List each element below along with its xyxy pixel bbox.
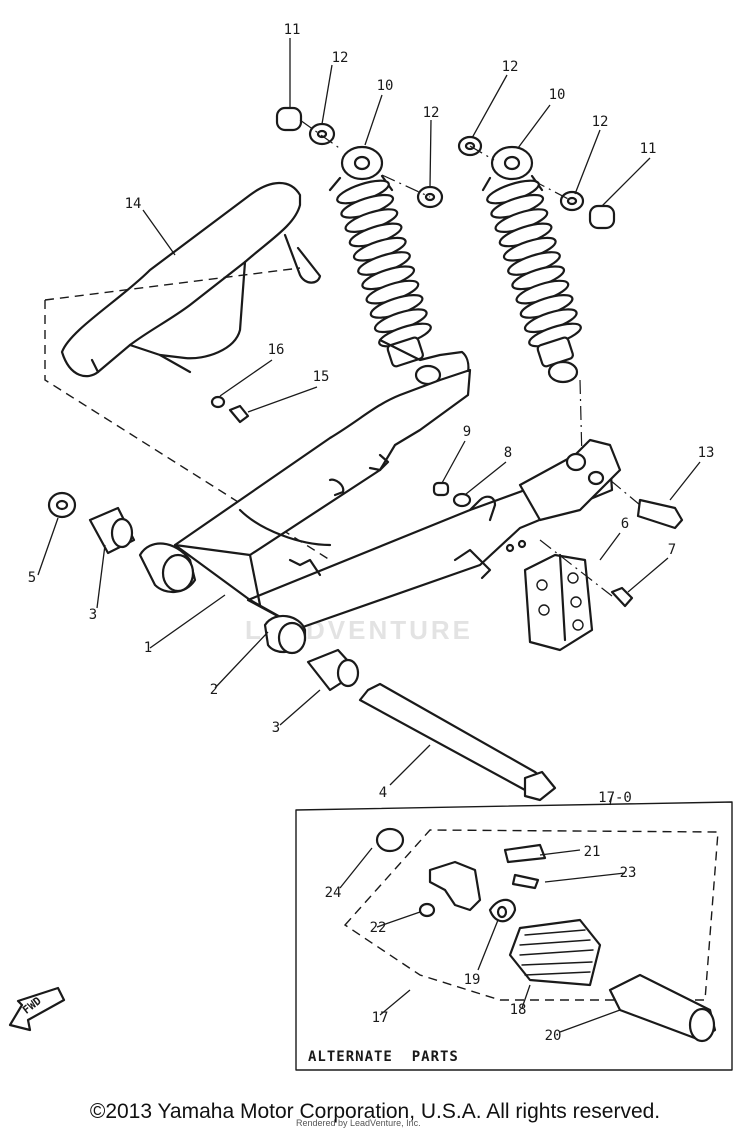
alternate-parts-box: [295, 801, 733, 1071]
alternate-parts-label: ALTERNATE PARTS: [308, 1049, 459, 1065]
rendered-by-notice: Rendered by LeadVenture, Inc.: [296, 1118, 421, 1128]
callout-11-right: 11: [639, 141, 657, 157]
callout-11-left: 11: [283, 22, 301, 38]
chain-case-drawing: [44, 181, 331, 561]
callout-1: 1: [143, 640, 153, 656]
callout-5: 5: [27, 570, 37, 586]
callout-9: 9: [462, 424, 472, 440]
rear-arm-drawing: [173, 368, 622, 630]
callout-10-right: 10: [548, 87, 566, 103]
callout-6: 6: [620, 516, 630, 532]
callout-12-top-right: 12: [501, 59, 519, 75]
callout-14: 14: [124, 196, 142, 212]
callout-17: 17: [371, 1010, 389, 1026]
callout-18: 18: [509, 1002, 527, 1018]
callout-12-right-mid: 12: [591, 114, 609, 130]
bracket-and-fasteners: [210, 395, 684, 652]
upper-washers: [275, 106, 616, 230]
right-shock-absorber-drawing: [481, 145, 583, 461]
left-shock-absorber-drawing: [328, 145, 470, 417]
callout-12-left-mid: 12: [422, 105, 440, 121]
callout-20: 20: [544, 1028, 562, 1044]
bushings-and-pivot: [47, 491, 557, 802]
copyright-notice: ©2013 Yamaha Motor Corporation, U.S.A. A…: [89, 1100, 661, 1123]
callout-16: 16: [267, 342, 285, 358]
fwd-arrow: [8, 986, 66, 1032]
callout-12-top-left: 12: [331, 50, 349, 66]
callout-15: 15: [312, 369, 330, 385]
callout-22: 22: [369, 920, 387, 936]
callout-4: 4: [378, 785, 388, 801]
callout-8: 8: [503, 445, 513, 461]
leader-lines: [37, 38, 701, 1033]
callout-10-left: 10: [376, 78, 394, 94]
callout-3-left: 3: [88, 607, 98, 623]
callout-2: 2: [209, 682, 219, 698]
callout-24: 24: [324, 885, 342, 901]
callout-13: 13: [697, 445, 715, 461]
callout-17-0: 17-0: [598, 790, 632, 806]
callout-3-bottom: 3: [271, 720, 281, 736]
callout-21: 21: [583, 844, 601, 860]
callout-23: 23: [619, 865, 637, 881]
callout-19: 19: [463, 972, 481, 988]
callout-7: 7: [667, 542, 677, 558]
